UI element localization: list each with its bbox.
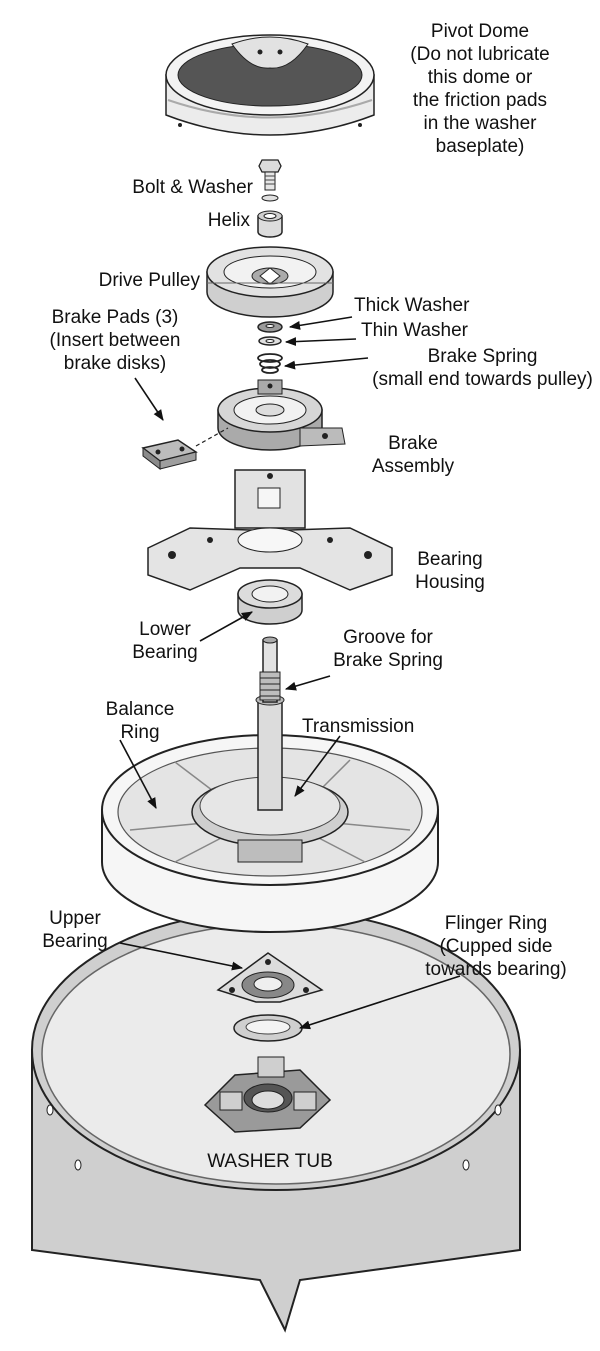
thin-washer-text: Thin Washer xyxy=(361,320,468,341)
label-pivot-dome: Pivot Dome (Do not lubricate this dome o… xyxy=(380,20,580,158)
groove-line: Groove for xyxy=(343,627,433,648)
label-helix: Helix xyxy=(150,209,250,232)
brake-spring-note: (small end towards pulley) xyxy=(372,369,593,390)
label-drive-pulley: Drive Pulley xyxy=(40,269,200,292)
bearing-housing-line: Housing xyxy=(415,572,485,593)
bearing-housing xyxy=(147,469,393,591)
lower-bearing-line: Lower xyxy=(139,619,191,640)
transmission-shaft xyxy=(255,636,285,811)
label-brake-assembly: Brake Assembly xyxy=(358,432,468,478)
label-brake-pads: Brake Pads (3) (Insert between brake dis… xyxy=(30,306,200,375)
pivot-dome-note-line: the friction pads xyxy=(412,90,548,111)
pivot-dome-note-line: this dome or xyxy=(427,67,533,88)
brake-spring xyxy=(257,353,283,374)
lower-bearing xyxy=(237,579,303,625)
brake-pads-title: Brake Pads (3) xyxy=(51,307,179,328)
pivot-dome-note-line: baseplate) xyxy=(435,136,525,157)
pivot-dome-note-line: (Do not lubricate xyxy=(410,44,550,65)
brake-assembly xyxy=(217,379,346,451)
bolt-washer-text: Bolt & Washer xyxy=(132,177,253,198)
label-groove: Groove for Brake Spring xyxy=(318,626,458,672)
label-brake-spring: Brake Spring (small end towards pulley) xyxy=(370,345,595,391)
groove-line: Brake Spring xyxy=(333,650,443,671)
balance-ring-line: Ring xyxy=(120,722,160,743)
brake-assembly-line: Assembly xyxy=(371,456,455,477)
thin-washer xyxy=(258,336,282,346)
washer-tub xyxy=(31,909,521,1333)
label-bolt-washer: Bolt & Washer xyxy=(60,176,253,199)
label-lower-bearing: Lower Bearing xyxy=(120,618,210,664)
upper-bearing-line: Upper xyxy=(49,908,101,929)
label-upper-bearing: Upper Bearing xyxy=(30,907,120,953)
label-thick-washer: Thick Washer xyxy=(354,294,469,317)
label-transmission: Transmission xyxy=(302,715,414,738)
label-washer-tub: WASHER TUB xyxy=(160,1150,380,1173)
thick-washer xyxy=(257,321,283,333)
drive-pulley-text: Drive Pulley xyxy=(98,270,200,291)
tub-hex-mount xyxy=(203,1056,332,1133)
balance-ring-line: Balance xyxy=(105,699,175,720)
flinger-ring xyxy=(233,1014,303,1042)
washer-tub-text: WASHER TUB xyxy=(207,1151,333,1172)
transmission-text: Transmission xyxy=(302,716,415,737)
brake-pads-note-line: (Insert between xyxy=(49,330,181,351)
leader-arrows xyxy=(119,316,461,1030)
flinger-ring-note-line: towards bearing) xyxy=(425,959,567,980)
label-thin-washer: Thin Washer xyxy=(361,319,468,342)
bolt-and-washer xyxy=(258,159,282,202)
drive-pulley xyxy=(206,246,334,318)
upper-bearing xyxy=(216,952,324,1003)
lower-bearing-line: Bearing xyxy=(132,642,198,663)
pivot-dome-title: Pivot Dome xyxy=(430,21,530,42)
upper-bearing-line: Bearing xyxy=(42,931,108,952)
label-bearing-housing: Bearing Housing xyxy=(400,548,500,594)
flinger-ring-note-line: (Cupped side xyxy=(439,936,553,957)
brake-spring-title: Brake Spring xyxy=(427,346,538,367)
brake-pad xyxy=(141,427,229,471)
pivot-dome xyxy=(165,34,375,136)
thick-washer-text: Thick Washer xyxy=(354,295,470,316)
brake-pads-note-line: brake disks) xyxy=(63,353,167,374)
brake-assembly-line: Brake xyxy=(388,433,438,454)
label-balance-ring: Balance Ring xyxy=(90,698,190,744)
helix-text: Helix xyxy=(207,210,250,231)
pivot-dome-note-line: in the washer xyxy=(423,113,537,134)
bearing-housing-line: Bearing xyxy=(417,549,483,570)
helix xyxy=(257,210,283,238)
label-flinger-ring: Flinger Ring (Cupped side towards bearin… xyxy=(408,912,584,981)
flinger-ring-title: Flinger Ring xyxy=(444,913,548,934)
